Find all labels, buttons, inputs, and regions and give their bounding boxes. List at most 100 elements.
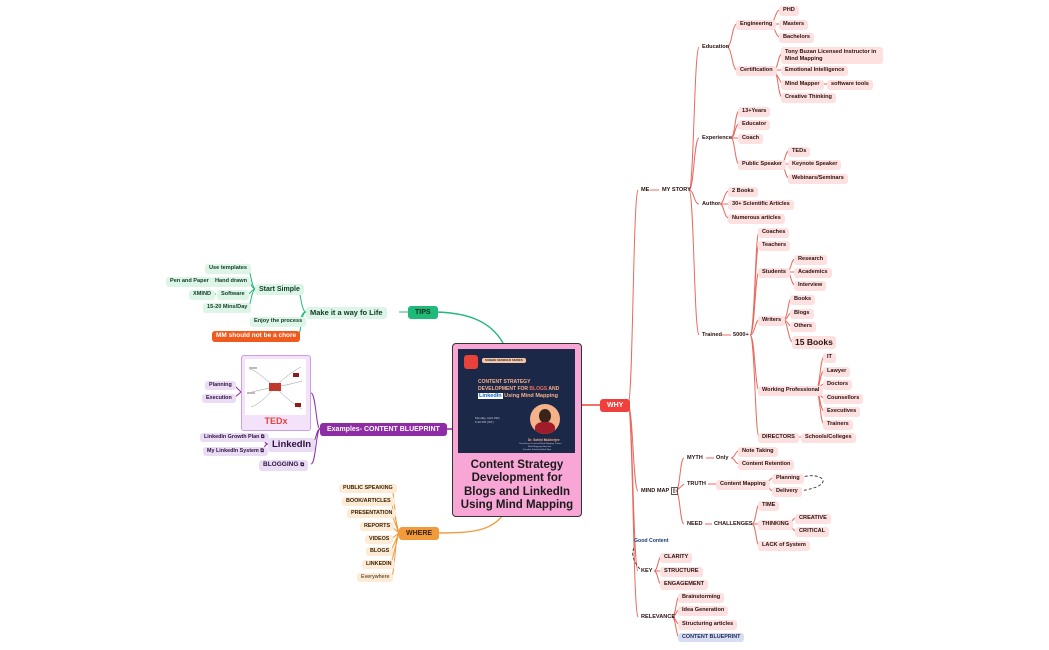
node-mind-map[interactable]: MIND MAP ▯ — [641, 487, 678, 495]
node-me[interactable]: ME — [641, 187, 650, 193]
node-myth[interactable]: MYTH — [687, 455, 703, 461]
central-topic[interactable]: SUBBIE SEMINAR SERIES CONTENT STRATEGY D… — [452, 343, 582, 517]
node-15-books[interactable]: 15 Books — [792, 336, 836, 349]
branch-where[interactable]: WHERE — [399, 527, 440, 540]
node-make-it-a-way-of-life[interactable]: Make it a way fo Life — [306, 307, 387, 319]
node-only[interactable]: Only — [716, 455, 729, 461]
node-execution[interactable]: Execution — [202, 394, 236, 404]
node-structuring-articles[interactable]: Structuring articles — [678, 620, 738, 630]
node-public-speaker[interactable]: Public Speaker — [738, 160, 787, 170]
where-item-everywhere[interactable]: Everywhere — [357, 573, 394, 583]
node-schools[interactable]: Schools/Colleges — [801, 433, 856, 443]
node-academics[interactable]: Academics — [794, 268, 832, 278]
node-planning[interactable]: Planning — [772, 474, 804, 484]
node-coach[interactable]: Coach — [738, 134, 764, 144]
node-my-linkedin-system[interactable]: My LinkedIn System ⧉ — [203, 447, 268, 457]
node-idea-generation[interactable]: Idea Generation — [678, 606, 729, 616]
node-two-books[interactable]: 2 Books — [728, 187, 758, 197]
node-engineering[interactable]: Engineering — [736, 20, 777, 30]
node-pen-and-paper[interactable]: Pen and Paper — [166, 277, 213, 287]
node-note-taking[interactable]: Note Taking — [738, 447, 778, 457]
node-mm-not-a-chore[interactable]: MM should not be a chore — [212, 331, 301, 342]
node-author[interactable]: Author — [702, 201, 721, 207]
node-delivery[interactable]: Delivery — [772, 487, 802, 497]
node-brainstorming[interactable]: Brainstorming — [678, 593, 725, 603]
node-directors[interactable]: DIRECTORS — [758, 433, 799, 443]
where-item-public-speaking[interactable]: PUBLIC SPEAKING — [339, 484, 397, 494]
node-it[interactable]: IT — [823, 353, 836, 363]
where-item-presentation[interactable]: PRESENTATION — [347, 509, 397, 519]
node-coaches[interactable]: Coaches — [758, 228, 790, 238]
node-content-blueprint[interactable]: CONTENT BLUEPRINT — [678, 633, 745, 643]
node-blogging[interactable]: BLOGGING ⧉ — [259, 460, 309, 471]
node-clarity[interactable]: CLARITY — [660, 553, 693, 563]
node-enjoy-the-process[interactable]: Enjoy the process — [250, 317, 307, 327]
node-my-story[interactable]: MY STORY — [662, 187, 691, 193]
node-emotional-intelligence[interactable]: Emotional Intelligence — [781, 66, 849, 76]
where-item-reports[interactable]: REPORTS — [360, 522, 395, 532]
node-truth[interactable]: TRUTH — [687, 481, 706, 487]
node-teds[interactable]: TEDs — [788, 147, 811, 157]
node-tony-buzan[interactable]: Tony Buzan Licensed Instructor in Mind M… — [781, 47, 883, 65]
node-phd[interactable]: PHD — [779, 6, 799, 16]
node-5000[interactable]: 5000+ — [733, 332, 749, 338]
node-others[interactable]: Others — [790, 322, 817, 332]
node-working-professional[interactable]: Working Professional — [758, 386, 824, 396]
node-use-templates[interactable]: Use templates — [205, 264, 251, 274]
node-hand-drawn[interactable]: Hand drawn — [211, 277, 252, 287]
node-numerous-articles[interactable]: Numerous articles — [728, 214, 785, 224]
node-masters[interactable]: Masters — [779, 20, 809, 30]
node-writers[interactable]: Writers — [758, 316, 786, 326]
node-content-mapping[interactable]: Content Mapping — [716, 480, 770, 490]
node-thinking[interactable]: THINKING — [758, 520, 794, 530]
where-item-blogs[interactable]: BLOGS — [366, 547, 394, 557]
node-structure[interactable]: STRUCTURE — [660, 567, 703, 577]
node-executives[interactable]: Executives — [823, 407, 861, 417]
node-students[interactable]: Students — [758, 268, 790, 278]
node-experience[interactable]: Experience — [702, 135, 732, 141]
node-xmind[interactable]: XMIND — [189, 290, 216, 300]
node-trainers[interactable]: Trainers — [823, 420, 853, 430]
node-software[interactable]: Software — [217, 290, 249, 300]
node-interview[interactable]: Interview — [794, 281, 827, 291]
branch-tips[interactable]: TIPS — [408, 306, 438, 319]
node-scientific-articles[interactable]: 30+ Scientific Articles — [728, 200, 794, 210]
node-need[interactable]: NEED — [687, 521, 703, 527]
where-item-linkedin[interactable]: LINKEDIN — [362, 560, 396, 570]
node-counsellors[interactable]: Counsellors — [823, 394, 864, 404]
node-books[interactable]: Books — [790, 295, 816, 305]
node-content-retention[interactable]: Content Retention — [738, 460, 795, 470]
node-time[interactable]: TIME — [758, 501, 780, 511]
node-planning-example[interactable]: Planning — [205, 381, 236, 391]
node-doctors[interactable]: Doctors — [823, 380, 853, 390]
node-educator[interactable]: Educator — [738, 120, 771, 130]
node-15-20-mins[interactable]: 15-20 Mins/Day — [203, 303, 252, 313]
node-keynote-speaker[interactable]: Keynote Speaker — [788, 160, 842, 170]
node-challenges[interactable]: CHALLENGES — [714, 521, 753, 527]
node-blogs[interactable]: Blogs — [790, 309, 814, 319]
node-years[interactable]: 13+Years — [738, 107, 771, 117]
where-item-videos[interactable]: VIDEOS — [365, 535, 394, 545]
node-software-tools[interactable]: software tools — [827, 80, 873, 90]
node-trained[interactable]: Trained — [702, 332, 722, 338]
branch-examples[interactable]: Examples- CONTENT BLUEPRINT — [320, 423, 447, 436]
node-relevance[interactable]: RELEVANCE — [641, 614, 676, 620]
where-item-book-articles[interactable]: BOOK/ARTICLES — [342, 497, 395, 507]
node-creative-thinking[interactable]: Creative Thinking — [781, 93, 836, 103]
node-education[interactable]: Education — [702, 44, 730, 50]
node-linkedin-growth-plan[interactable]: LinkedIn Growth Plan ⧉ — [200, 433, 269, 443]
node-linkedin[interactable]: LinkedIn — [268, 438, 316, 452]
node-lack-of-system[interactable]: LACK of System — [758, 541, 810, 551]
node-start-simple[interactable]: Start Simple — [255, 284, 304, 295]
node-creative[interactable]: CREATIVE — [795, 514, 831, 524]
node-critical[interactable]: CRITICAL — [795, 527, 830, 537]
node-tedx[interactable]: TEDx — [241, 355, 311, 431]
node-bachelors[interactable]: Bachelors — [779, 33, 815, 43]
node-teachers[interactable]: Teachers — [758, 241, 791, 251]
node-lawyer[interactable]: Lawyer — [823, 367, 851, 377]
node-mind-mapper[interactable]: Mind Mapper — [781, 80, 824, 90]
node-engagement[interactable]: ENGAGEMENT — [660, 580, 709, 590]
node-research[interactable]: Research — [794, 255, 828, 265]
node-webinars[interactable]: Webinars/Seminars — [788, 174, 848, 184]
node-key[interactable]: KEY — [641, 568, 653, 574]
